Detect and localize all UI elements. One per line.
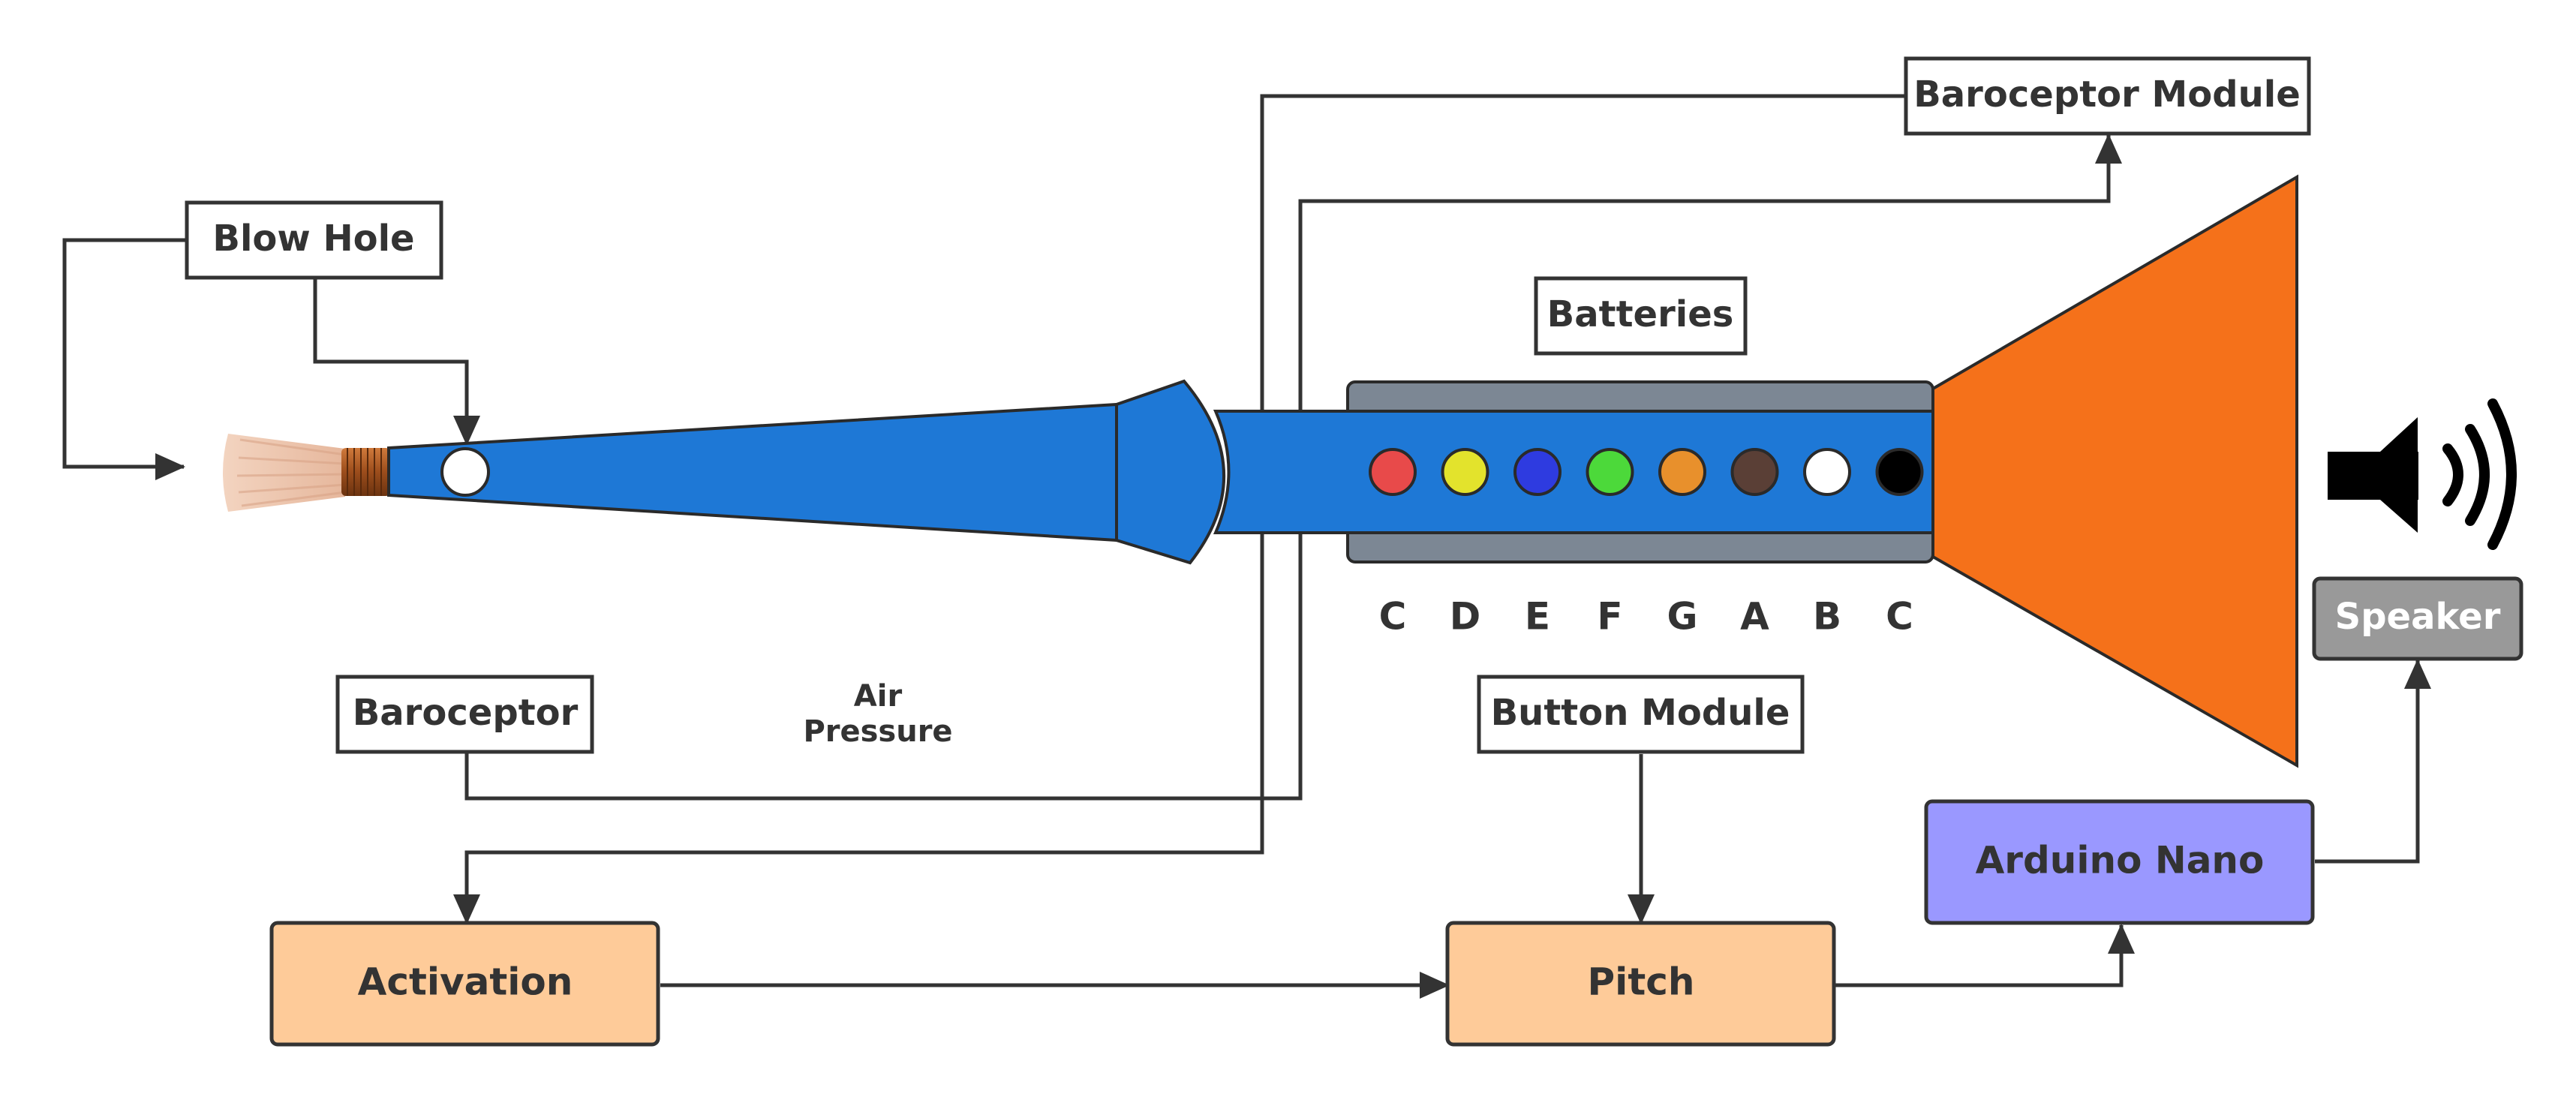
note-letter-g: G (1667, 595, 1697, 639)
pitch-to-arduino-connector (1835, 924, 2135, 987)
button-module-label-box: Button Module (1477, 675, 1805, 754)
baroceptor-label-box: Baroceptor (335, 675, 594, 754)
note-letter-f: F (1597, 595, 1622, 639)
note-letter-c-high: C (1886, 595, 1913, 639)
note-button-f (1586, 448, 1634, 496)
speaker-icon (2328, 398, 2517, 550)
blow-hole (440, 447, 490, 497)
baroceptor-module-label: Baroceptor Module (1913, 74, 2301, 116)
blow-hole-label: Blow Hole (212, 218, 414, 260)
instrument-body (1213, 410, 1945, 534)
instrument-tube (387, 402, 1118, 542)
air-pressure-label: Air Pressure (803, 679, 952, 749)
note-buttons (1369, 448, 1924, 496)
speaker-label: Speaker (2335, 596, 2501, 638)
brush-tip-icon (223, 434, 346, 512)
note-button-c (1369, 448, 1417, 496)
blow-hole-label-box: Blow Hole (185, 200, 443, 280)
button-module-label: Button Module (1491, 692, 1790, 734)
note-button-a (1730, 448, 1779, 496)
air-pressure-label-line2: Pressure (803, 714, 952, 749)
baroceptor-module-label-box: Baroceptor Module (1904, 56, 2311, 136)
blow-hole-to-hole-connector (313, 279, 480, 446)
note-button-c-high (1875, 448, 1924, 496)
batteries-label-box: Batteries (1534, 276, 1748, 356)
batteries-label: Batteries (1547, 293, 1734, 335)
air-pressure-label-line1: Air (854, 679, 903, 714)
arduino-nano-label: Arduino Nano (1976, 839, 2265, 882)
module-to-activation-connector (453, 94, 1906, 924)
coil-icon (341, 448, 390, 496)
note-letter-b: B (1813, 595, 1841, 639)
pitch-label: Pitch (1588, 960, 1695, 1004)
instrument-bell (1931, 174, 2298, 768)
note-button-d (1441, 448, 1489, 496)
pitch-box: Pitch (1445, 921, 1836, 1047)
note-button-b (1803, 448, 1851, 496)
activation-label: Activation (358, 960, 573, 1004)
arduino-nano-box: Arduino Nano (1924, 799, 2315, 925)
note-letter-e: E (1525, 595, 1550, 639)
note-letter-c: C (1379, 595, 1407, 639)
blow-hole-to-brush-connector (62, 238, 187, 480)
instrument-joint (1115, 379, 1226, 565)
arduino-to-speaker-connector (2315, 659, 2431, 864)
note-letter-d: D (1450, 595, 1481, 639)
speaker-box: Speaker (2312, 576, 2523, 661)
baroceptor-label: Baroceptor (353, 692, 579, 734)
note-button-g (1658, 448, 1706, 496)
note-letter-a: A (1740, 595, 1769, 639)
note-button-e (1513, 448, 1562, 496)
activation-box: Activation (269, 921, 660, 1047)
